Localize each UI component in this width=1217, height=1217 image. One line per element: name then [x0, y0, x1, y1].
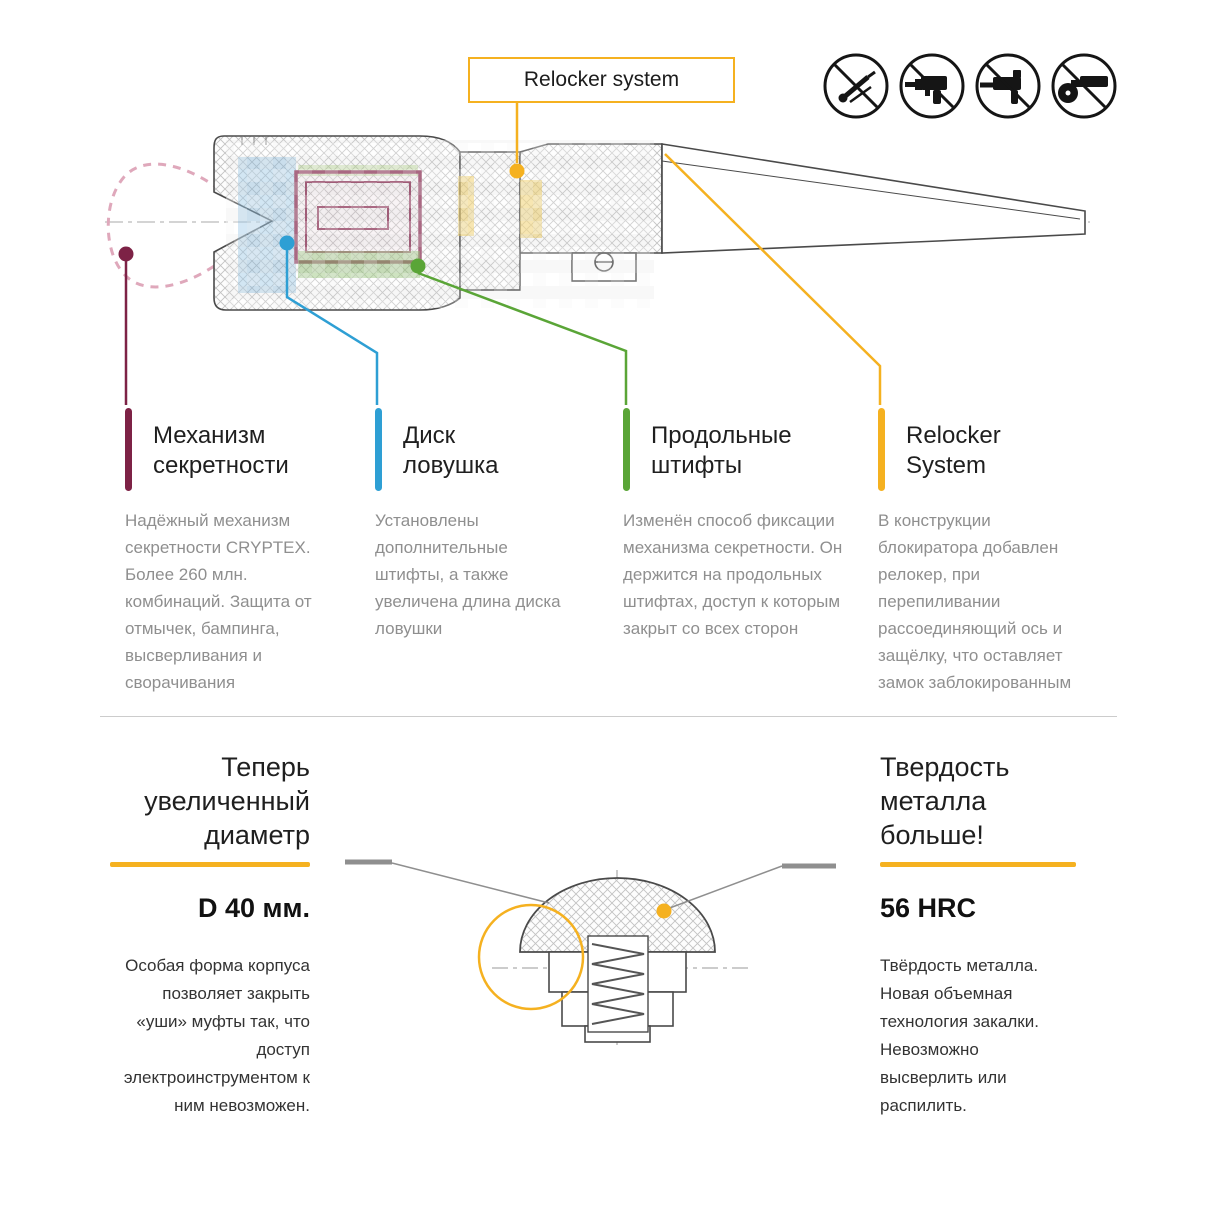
feature-title: Relocker System: [906, 422, 1001, 479]
lock-picking-prohibited-icon: [823, 53, 889, 119]
angle-grinder-prohibited-icon: [1051, 53, 1117, 119]
feature-title: Диск ловушка: [403, 422, 499, 479]
feature-title: Механизм секретности: [153, 422, 289, 479]
relocker-callout-dot: [509, 163, 525, 179]
pin-drawing-svg: [345, 859, 836, 1048]
section-divider: [100, 716, 1117, 717]
feature-body: Изменён способ фиксации механизма секрет…: [623, 511, 843, 638]
relocker-column-leader-line: [664, 153, 882, 405]
hammer-drill-prohibited-icon: [975, 53, 1041, 119]
dome-callout-dot: [656, 903, 672, 919]
lock-diagram-svg: [105, 53, 1117, 405]
hardness-value: 56 HRC: [880, 893, 977, 923]
pins-leader-line: [417, 271, 628, 405]
mechanism-highlights: [226, 140, 654, 308]
diameter-value: D 40 мм.: [198, 893, 310, 923]
feature-body: Установлены дополнительные штифты, а так…: [375, 511, 561, 638]
prohibited-tools: [823, 53, 1117, 119]
diameter-heading: Теперь увеличенный диаметр: [144, 752, 310, 850]
pixelated-overlay: [226, 140, 654, 308]
diameter-section: Теперь увеличенный диаметр D 40 мм. Особ…: [110, 750, 310, 1120]
hardness-section: Твердость металла больше! 56 HRC Твёрдос…: [880, 750, 1120, 1120]
diameter-body: Особая форма корпуса позволяет закрыть «…: [123, 956, 310, 1115]
relocker-system-callout-label: Relocker system: [523, 68, 680, 91]
left-leader-line: [391, 862, 550, 904]
spring-coil: [591, 943, 645, 1025]
feature-relocker-system: Relocker System В конструкции блокиратор…: [878, 405, 1093, 696]
pin-dome-head: [519, 877, 716, 953]
hardness-heading: Твердость металла больше!: [880, 752, 1010, 850]
feature-body: В конструкции блокиратора добавлен релок…: [878, 511, 1072, 692]
accent-bar-secrecy: [125, 408, 132, 491]
feature-secrecy-mechanism: Механизм секретности Надёжный механизм с…: [125, 405, 330, 696]
relocker-system-callout-box: Relocker system: [468, 57, 735, 103]
secrecy-callout-dot: [118, 246, 134, 262]
shackle-dashed-outline: [106, 162, 233, 289]
callout-lines: [118, 99, 882, 405]
disc-trap-callout-dot: [279, 235, 295, 251]
accent-bar-pins: [623, 408, 630, 491]
accent-bar-disc-trap: [375, 408, 382, 491]
feature-body: Надёжный механизм секретности CRYPTEX. Б…: [125, 511, 312, 692]
feature-longitudinal-pins: Продольные штифты Изменён способ фиксаци…: [623, 405, 848, 642]
feature-disc-trap: Диск ловушка Установлены дополнительные …: [375, 405, 570, 642]
diameter-highlight-circle: [477, 903, 585, 1011]
pins-callout-dot: [410, 258, 426, 274]
feature-title: Продольные штифты: [651, 422, 792, 479]
right-leader-line: [666, 865, 783, 910]
hardness-underline: [880, 862, 1076, 867]
hardness-body: Твёрдость металла. Новая объемная технол…: [880, 956, 1039, 1115]
diameter-underline: [110, 862, 310, 867]
accent-bar-relocker: [878, 408, 885, 491]
drill-prohibited-icon: [899, 53, 965, 119]
enlarged-pin-drawing: [345, 859, 836, 1048]
disc-trap-leader-line: [285, 250, 379, 405]
